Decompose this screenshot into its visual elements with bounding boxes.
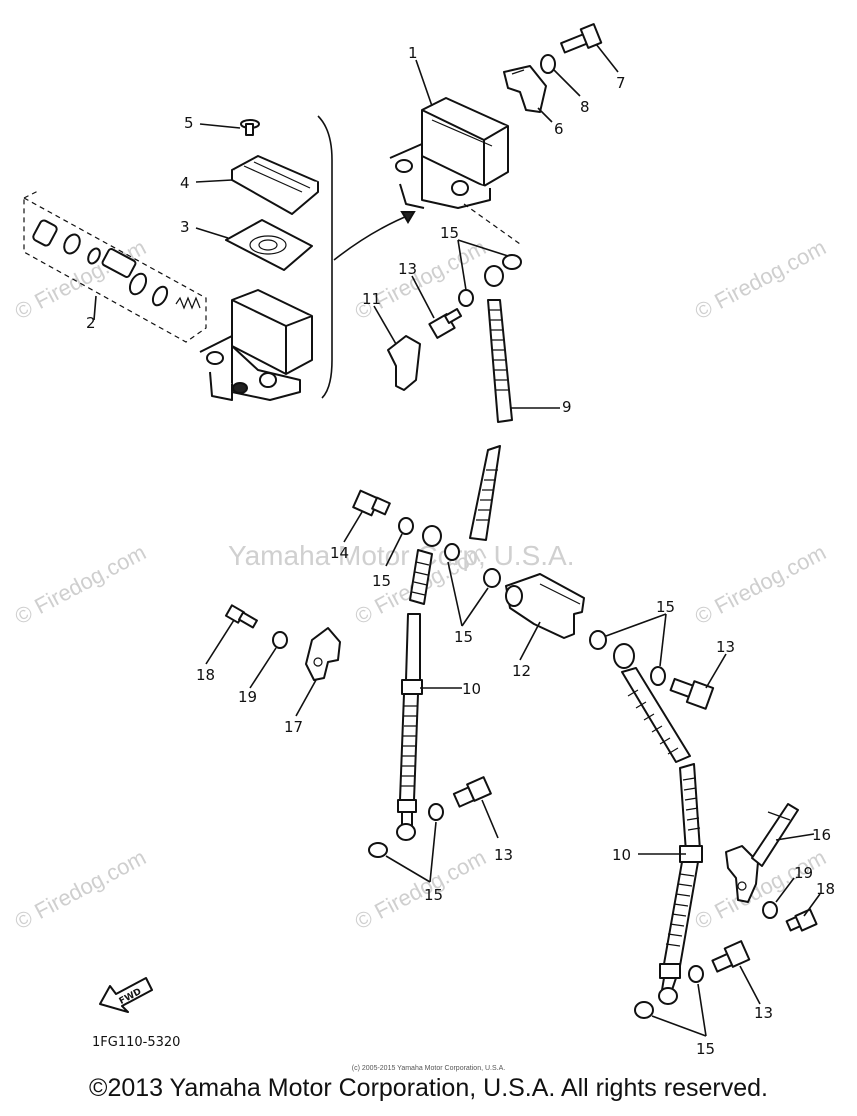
part-13-bolt [452,776,492,808]
label-18: 18 [816,880,835,898]
label-15: 15 [440,224,459,242]
part-16-bracket [725,803,799,903]
fwd-arrow-icon: FWD [99,977,153,1013]
watermark-firedog: © Firedog.com [691,539,830,629]
part-4-reservoir-cap [231,155,319,215]
part-15-washer [634,1001,654,1019]
watermark-center: Yamaha Motor Corp, U.S.A. [228,540,575,571]
assembly-brace [317,115,333,399]
part-3-diaphragm [225,219,313,271]
label-15: 15 [372,572,391,590]
label-4: 4 [180,174,190,192]
label-16: 16 [812,826,831,844]
part-7-bolt [560,23,603,54]
part-12-joint [505,573,585,639]
label-15: 15 [424,886,443,904]
part-13-bolt [711,940,751,973]
label-14: 14 [330,544,349,562]
part-10-brake-hose-left [396,549,433,841]
part-15-washer [650,666,666,686]
master-cylinder-body [199,289,313,401]
part-18-bolt [785,908,818,932]
part-18-bolt [224,604,258,629]
assembly-arrow-head [400,211,416,224]
label-17: 17 [284,718,303,736]
part-15-washer [444,543,460,561]
part-8-washer [540,54,556,74]
part-13-bolt [428,308,463,339]
label-5: 5 [184,114,194,132]
part-14-union-bolt [352,489,391,517]
part-15-washer [502,254,522,270]
part-13-bolt [669,677,715,710]
part-15-washer [428,803,444,821]
part-1-master-cylinder [389,97,521,245]
label-15: 15 [454,628,473,646]
label-10: 10 [612,846,631,864]
assembly-arrow [333,213,413,261]
part-15-washer [688,965,704,983]
label-10: 10 [462,680,481,698]
part-11-cap [387,335,421,391]
watermark-firedog: © Firedog.com [11,844,150,934]
part-9-brake-hose [469,265,513,541]
copyright-notice: ©2013 Yamaha Motor Corporation, U.S.A. A… [89,1074,768,1102]
part-15-washer [458,289,474,307]
label-19: 19 [794,864,813,882]
part-15-washer [368,842,388,858]
part-6-clamp [503,65,547,113]
label-15: 15 [656,598,675,616]
label-15: 15 [696,1040,715,1058]
watermark-firedog: © Firedog.com [691,234,830,324]
label-7: 7 [616,74,626,92]
label-13: 13 [398,260,417,278]
part-15-washer [422,525,442,547]
watermark-firedog: © Firedog.com [351,844,490,934]
part-19-nut [272,631,288,649]
label-2: 2 [86,314,96,332]
label-18: 18 [196,666,215,684]
part-15-washer [589,630,607,650]
part-5-screw [240,119,260,136]
label-13: 13 [494,846,513,864]
label-8: 8 [580,98,590,116]
label-11: 11 [362,290,381,308]
label-1: 1 [408,44,418,62]
label-13: 13 [754,1004,773,1022]
part-17-bracket [305,627,341,681]
label-12: 12 [512,662,531,680]
watermark-firedog: © Firedog.com [351,234,490,324]
part-15-washer [398,517,414,535]
label-3: 3 [180,218,190,236]
label-6: 6 [554,120,564,138]
part-2-piston-kit [23,189,207,343]
watermark-firedog: © Firedog.com [11,539,150,629]
label-19: 19 [238,688,257,706]
label-13: 13 [716,638,735,656]
part-10-brake-hose-right [613,643,703,1005]
part-19-nut [762,901,778,919]
diagram-code: 1FG110-5320 [92,1035,181,1050]
part-15-washer [483,568,501,588]
label-9: 9 [562,398,572,416]
small-copyright: (c) 2005-2015 Yamaha Motor Corporation, … [351,1065,506,1072]
